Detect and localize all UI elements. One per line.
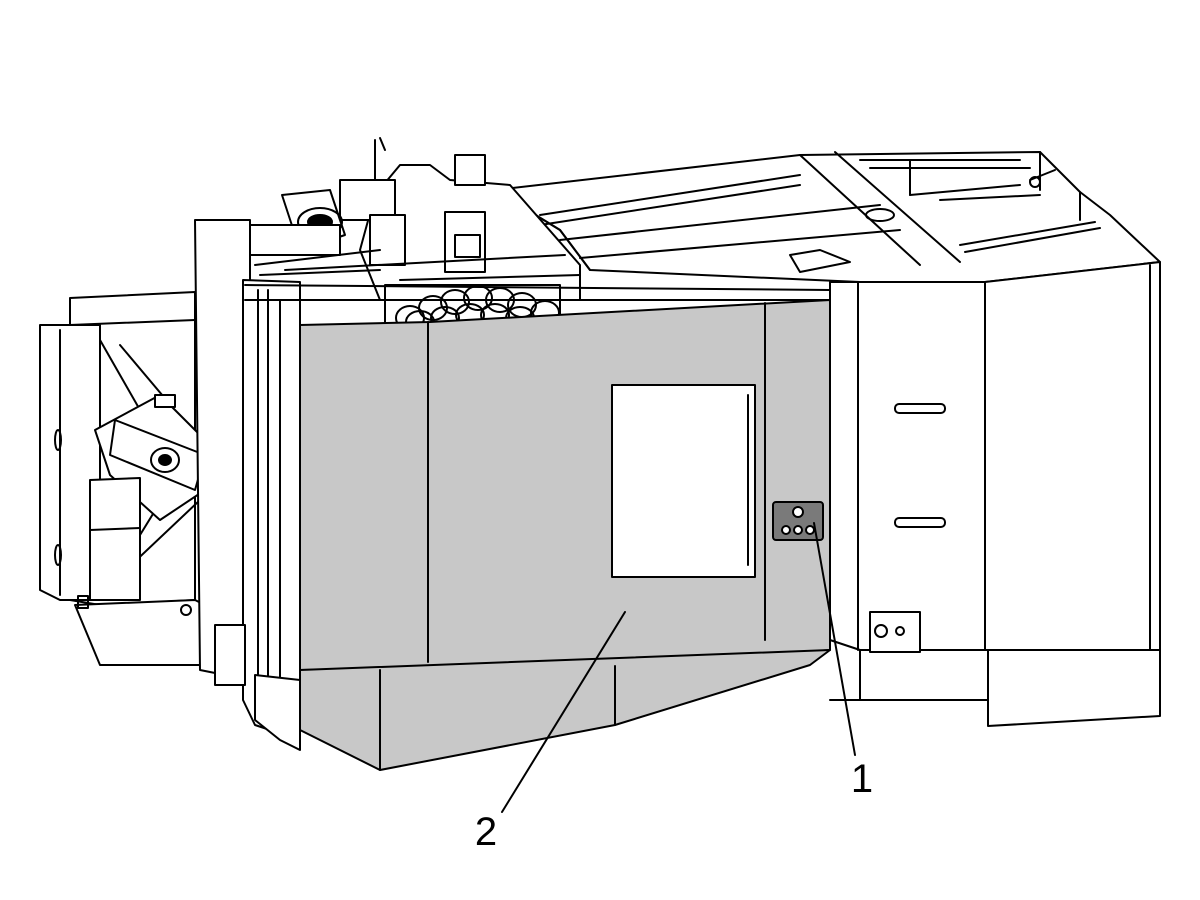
door-frame: [194, 219, 831, 751]
operator-door: [299, 299, 831, 771]
callout-leaders: [501, 522, 856, 813]
callout-1-label: 1: [851, 757, 873, 801]
left-housing: [39, 291, 236, 666]
top-deck: [494, 151, 1161, 283]
control-pendant: [772, 501, 824, 541]
right-enclosure: [829, 261, 1161, 727]
spindle-head: [244, 137, 581, 301]
callout-2-label: 2: [475, 810, 497, 854]
